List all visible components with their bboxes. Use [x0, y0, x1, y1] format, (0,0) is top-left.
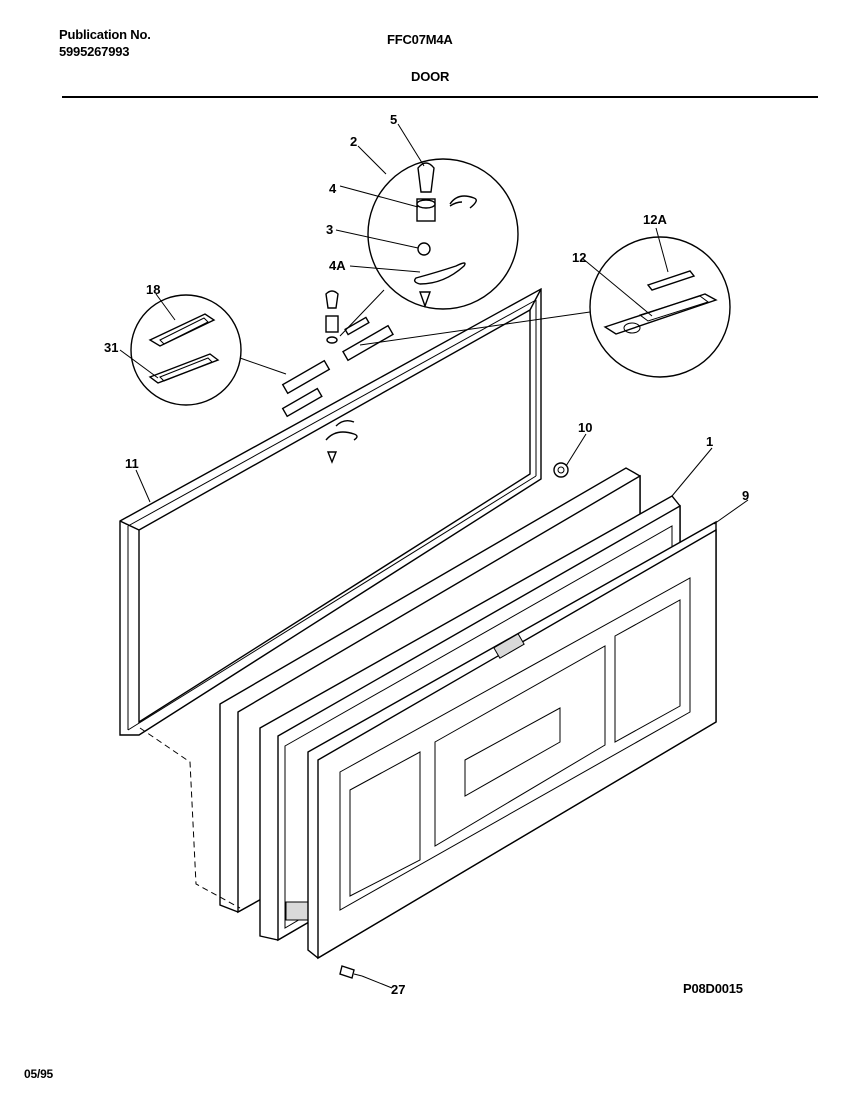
callout-27: 27 — [391, 982, 405, 997]
detail-circle-hinge — [339, 158, 519, 337]
callout-12: 12 — [572, 250, 586, 265]
callout-2: 2 — [350, 134, 357, 149]
part-11-door-frame — [119, 287, 542, 736]
model-number: FFC07M4A — [387, 32, 453, 47]
callout-31: 31 — [104, 340, 118, 355]
part-9-outer-door-panel — [307, 520, 717, 960]
issue-date: 05/95 — [24, 1067, 54, 1081]
callout-5: 5 — [390, 112, 397, 127]
leader-lines — [119, 123, 749, 989]
part-10-grommet — [553, 462, 569, 478]
callout-4: 4 — [329, 181, 337, 196]
publication-label: Publication No. — [59, 27, 151, 42]
section-title: DOOR — [411, 69, 450, 84]
detail-circle-handle-parts — [130, 294, 287, 406]
drawing-code: P08D0015 — [683, 981, 743, 996]
publication-number: 5995267993 — [59, 44, 130, 59]
callout-1: 1 — [706, 434, 713, 449]
callout-18: 18 — [146, 282, 160, 297]
header-rule — [62, 96, 818, 98]
callout-12a: 12A — [643, 212, 667, 227]
callout-10: 10 — [578, 420, 592, 435]
alignment-line — [139, 727, 241, 909]
callout-11: 11 — [125, 456, 139, 471]
callout-9: 9 — [742, 488, 749, 503]
callout-4a: 4A — [329, 258, 346, 273]
detail-circle-hinge-cover — [359, 236, 731, 378]
part-27-screw — [339, 965, 363, 979]
hinge-assembly — [281, 290, 394, 464]
callout-labels: 5 2 4 3 4A 12A 12 18 31 10 1 9 11 27 — [104, 112, 749, 997]
callout-3: 3 — [326, 222, 333, 237]
